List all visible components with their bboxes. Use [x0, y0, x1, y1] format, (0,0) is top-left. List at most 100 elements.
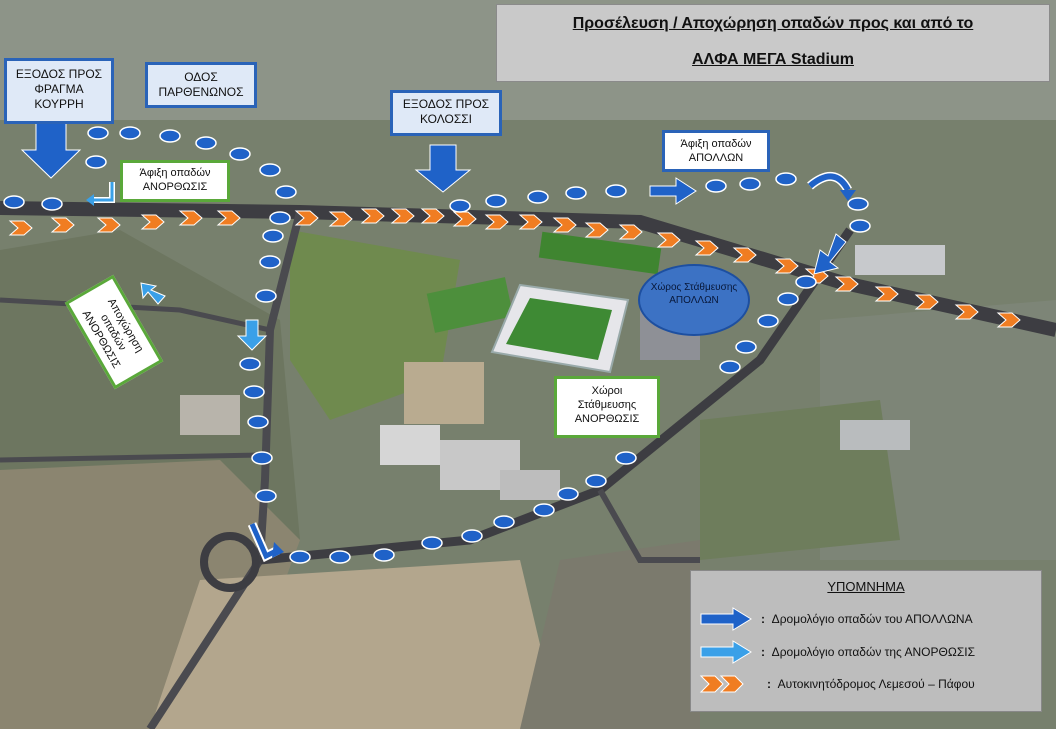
- highway-chevron: [732, 247, 757, 263]
- route-dot: [195, 136, 217, 150]
- route-dot: [585, 474, 607, 488]
- dark-blue-arrow-icon: [700, 607, 752, 631]
- down-arrow-fragma: [20, 119, 82, 179]
- anorthosis-route-arrows: [86, 182, 284, 563]
- route-dot: [269, 211, 291, 225]
- highway-chevron: [656, 232, 681, 248]
- route-dot: [735, 340, 757, 354]
- legend-item-highway: : Αυτοκινητόδρομος Λεμεσού – Πάφου: [697, 671, 1037, 697]
- down-arrow-kolossi: [414, 144, 472, 193]
- route-dot: [373, 548, 395, 562]
- route-dot: [243, 385, 265, 399]
- route-dot: [87, 126, 109, 140]
- route-dot: [239, 357, 261, 371]
- route-dot: [229, 147, 251, 161]
- route-dot: [605, 184, 627, 198]
- legend-text-apollon: : Δρομολόγιο οπαδών του ΑΠΟΛΛΩΝΑ: [761, 612, 973, 626]
- route-dot: [533, 503, 555, 517]
- route-dot: [557, 487, 579, 501]
- route-dot: [795, 275, 817, 289]
- highway-chevron: [618, 224, 643, 240]
- exit-fragma-label: ΕΞΟΔΟΣ ΠΡΟΣ ΦΡΑΓΜΑ ΚΟΥΡΡΗ: [4, 58, 114, 124]
- route-dot: [159, 129, 181, 143]
- highway-chevron: [552, 217, 577, 233]
- route-dot: [493, 515, 515, 529]
- curve-arrow-apollon: [807, 172, 856, 201]
- legend: ΥΠΟΜΝΗΜΑ : Δρομολόγιο οπαδών του ΑΠΟΛΛΩΝ…: [690, 570, 1042, 712]
- route-dots: [3, 126, 871, 564]
- route-dot: [757, 314, 779, 328]
- route-dot: [775, 172, 797, 186]
- highway-chevron: [140, 214, 165, 230]
- highway-chevron: [96, 217, 121, 233]
- apollon-route-arrows: [20, 119, 856, 275]
- highway-chevron: [694, 240, 719, 256]
- highway-chevron: [8, 220, 33, 236]
- map-title-line1: Προσέλευση / Αποχώρηση οπαδών προς και α…: [572, 15, 974, 32]
- highway-chevron: [328, 211, 353, 227]
- arrival-anorthosis-label: Άφιξη οπαδών ΑΝΟΡΘΩΣΙΣ: [120, 160, 230, 202]
- diagonal-arrow-departure: [140, 282, 166, 305]
- route-dot: [41, 197, 63, 211]
- right-arrow-apollon: [649, 177, 697, 205]
- route-dot: [85, 155, 107, 169]
- down-arrow-anorthosis: [236, 319, 268, 351]
- highway-chevron: [178, 210, 203, 226]
- route-dot: [329, 550, 351, 564]
- legend-item-apollon: : Δρομολόγιο οπαδών του ΑΠΟΛΛΩΝΑ: [697, 606, 1037, 632]
- diagonal-arrow-apollon: [813, 233, 847, 275]
- route-dot: [565, 186, 587, 200]
- highway-chevron: [996, 312, 1021, 328]
- highway-chevron: [954, 304, 979, 320]
- map-title: Προσέλευση / Αποχώρηση οπαδών προς και α…: [496, 4, 1050, 82]
- highway-chevron: [774, 258, 799, 274]
- route-dot: [247, 415, 269, 429]
- legend-text-anorthosis: : Δρομολόγιο οπαδών της ΑΝΟΡΘΩΣΙΣ: [761, 645, 975, 659]
- map-title-line2: ΑΛΦΑ ΜΕΓΑ Stadium: [692, 51, 854, 68]
- route-dot: [3, 195, 25, 209]
- route-dot: [421, 536, 443, 550]
- route-dot: [255, 489, 277, 503]
- corner-arrow-roundabout: [247, 522, 284, 563]
- highway-chevrons: [8, 208, 1021, 328]
- highway-chevron: [914, 294, 939, 310]
- route-dot: [119, 126, 141, 140]
- highway-chevron: [874, 286, 899, 302]
- legend-text-highway: : Αυτοκινητόδρομος Λεμεσού – Πάφου: [767, 677, 975, 691]
- parking-apollon-label: Χώρος Στάθμευσης ΑΠΟΛΛΩΝ: [638, 264, 750, 336]
- route-dot: [485, 194, 507, 208]
- route-dot: [719, 360, 741, 374]
- route-dot: [777, 292, 799, 306]
- highway-chevron: [518, 214, 543, 230]
- exit-kolossi-label: ΕΞΟΔΟΣ ΠΡΟΣ ΚΟΛΟΣΣΙ: [390, 90, 502, 136]
- highway-chevron: [294, 210, 319, 226]
- corner-arrow-anorthosis: [86, 182, 115, 206]
- light-blue-arrow-icon: [700, 640, 752, 664]
- highway-chevron: [360, 208, 385, 224]
- route-dot: [259, 163, 281, 177]
- highway-chevron: [452, 211, 477, 227]
- odos-parthenonos-label: ΟΔΟΣ ΠΑΡΘΕΝΩΝΟΣ: [145, 62, 257, 108]
- highway-chevron: [50, 217, 75, 233]
- route-dot: [849, 219, 871, 233]
- parking-anorthosis-label: Χώροι Στάθμευσης ΑΝΟΡΘΩΣΙΣ: [554, 376, 660, 438]
- highway-chevron: [390, 208, 415, 224]
- route-dot: [739, 177, 761, 191]
- route-dot: [289, 550, 311, 564]
- route-dot: [527, 190, 549, 204]
- route-dot: [461, 529, 483, 543]
- route-dot: [449, 199, 471, 213]
- orange-chevrons-icon: [699, 675, 744, 693]
- route-dot: [615, 451, 637, 465]
- highway-chevron: [216, 210, 241, 226]
- route-dot: [275, 185, 297, 199]
- route-dot: [847, 197, 869, 211]
- stadium: [490, 283, 630, 374]
- highway-chevron: [420, 208, 445, 224]
- route-dot: [255, 289, 277, 303]
- highway-chevron: [834, 276, 859, 292]
- highway-chevron: [584, 222, 609, 238]
- route-dot: [262, 229, 284, 243]
- highway-chevron: [484, 214, 509, 230]
- legend-item-anorthosis: : Δρομολόγιο οπαδών της ΑΝΟΡΘΩΣΙΣ: [697, 639, 1037, 665]
